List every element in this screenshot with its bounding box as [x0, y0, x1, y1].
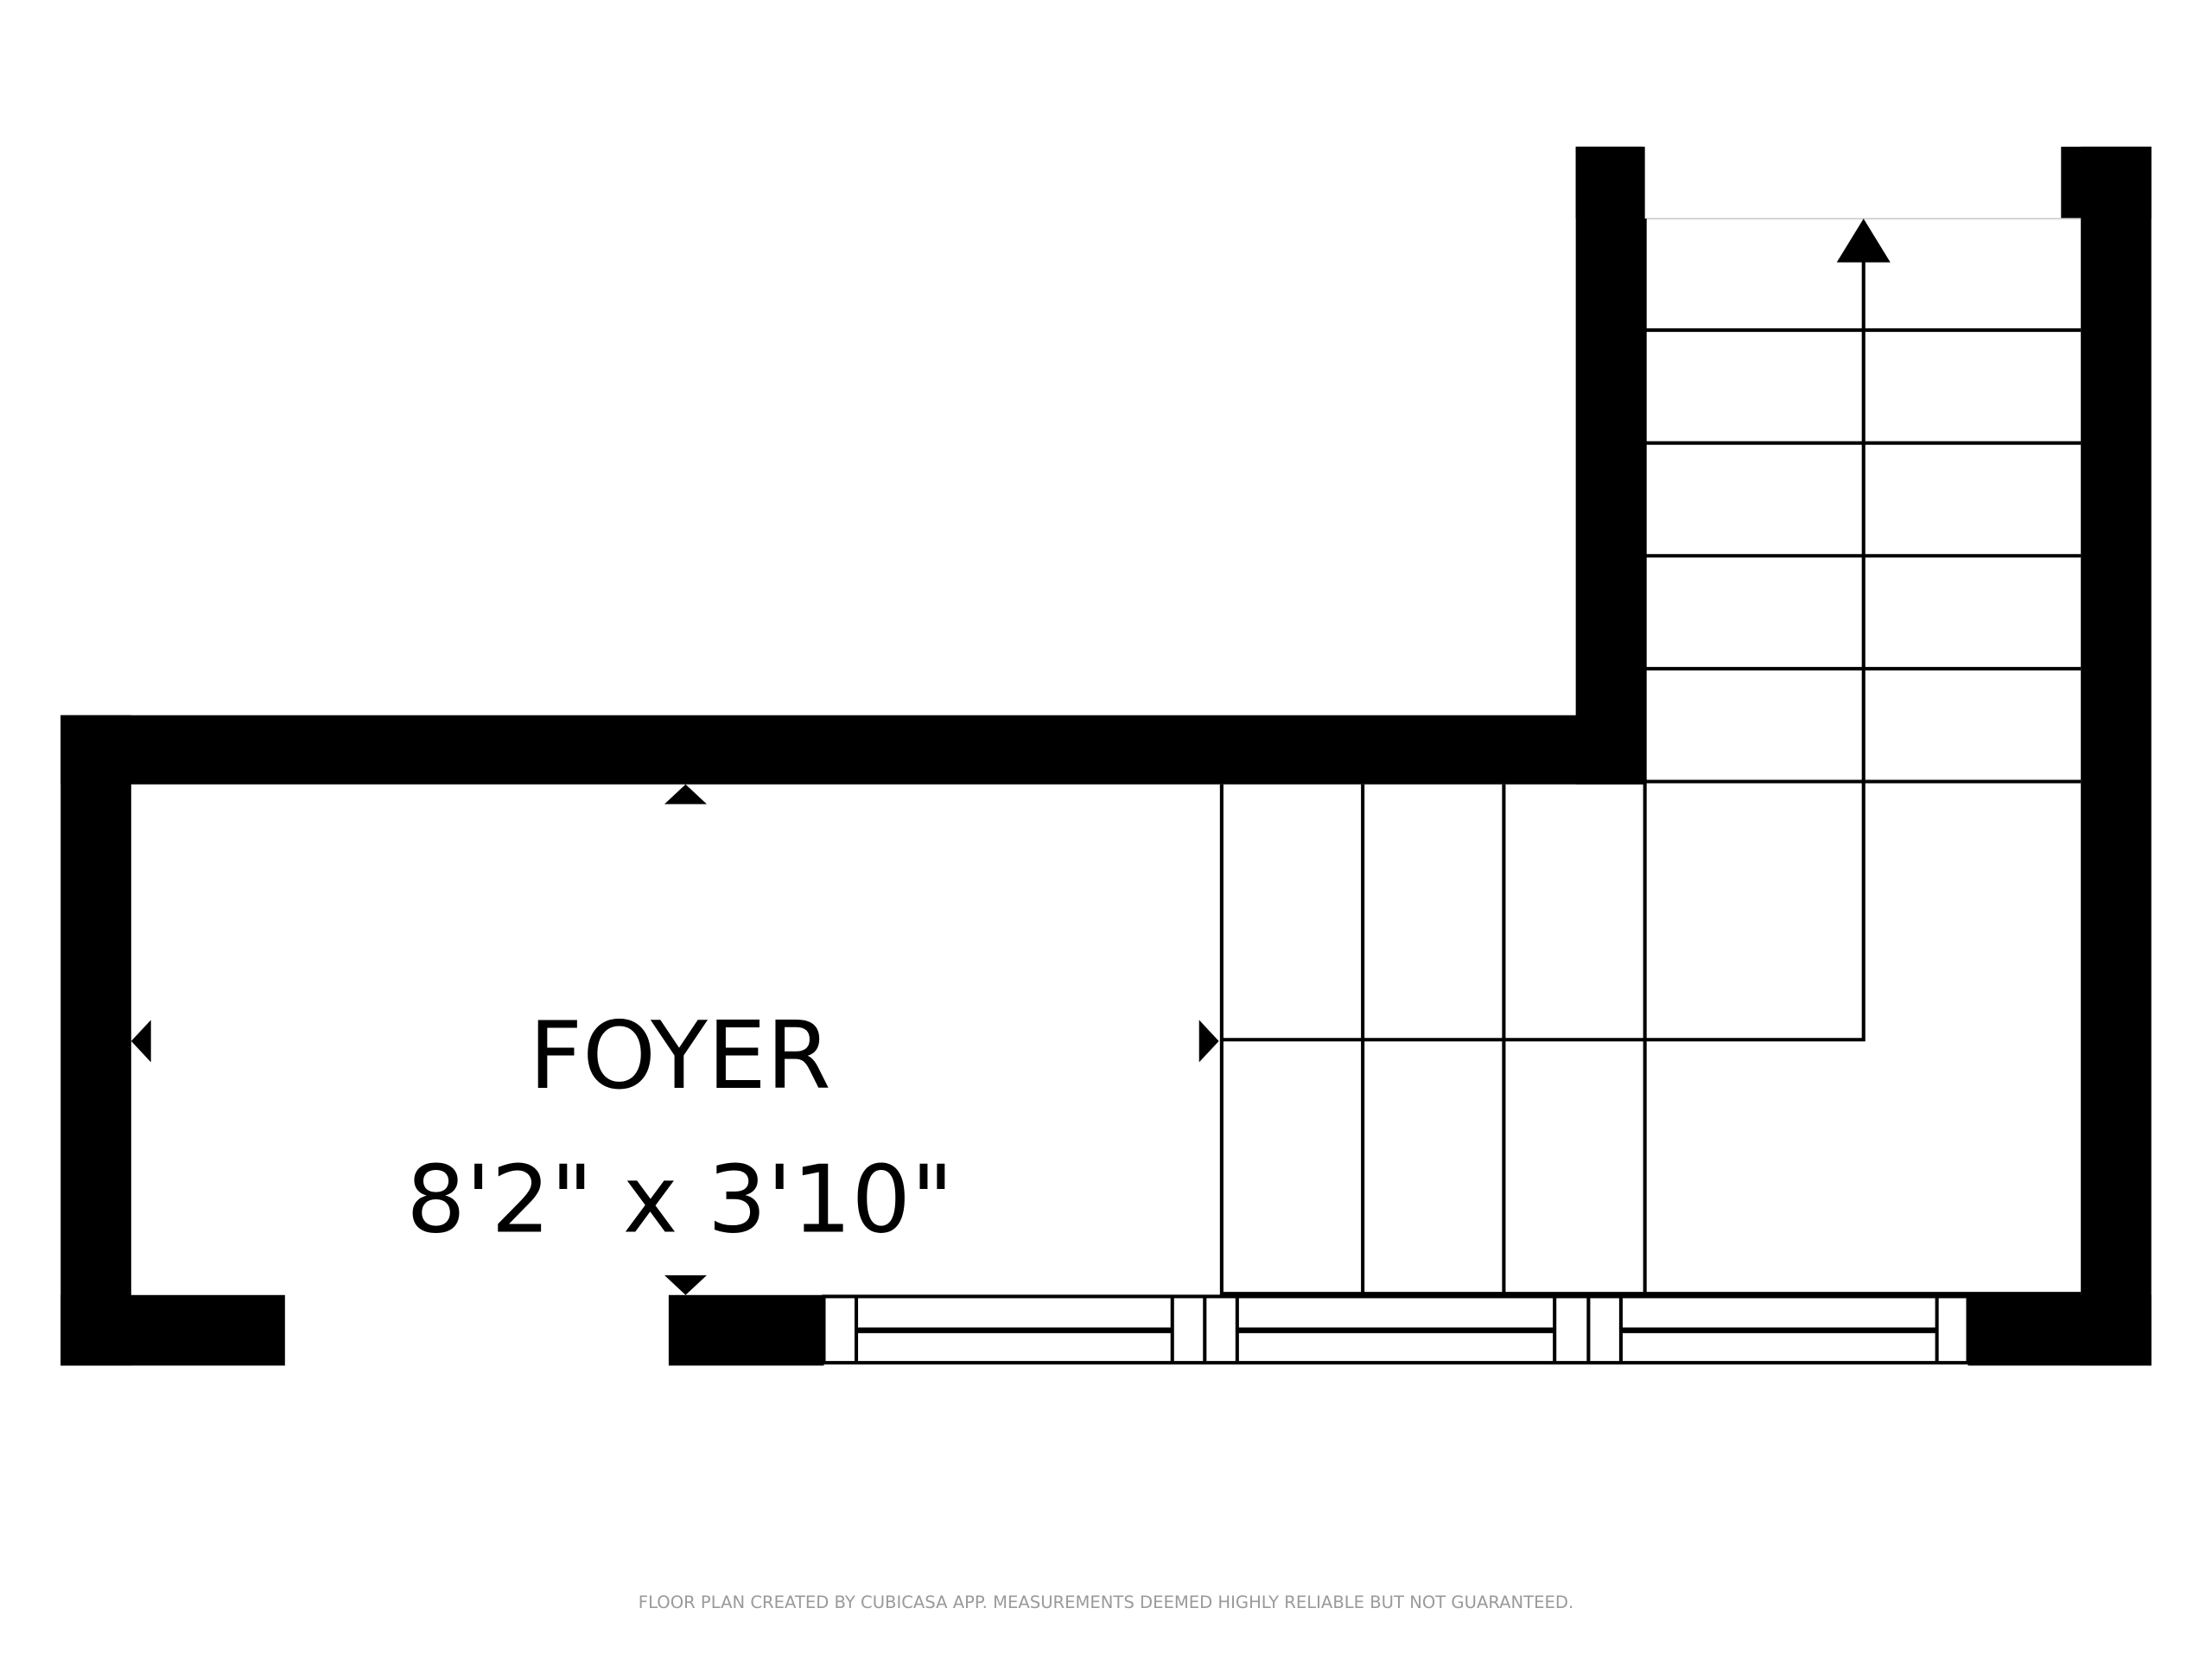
stair-direction-line [1221, 261, 1866, 1042]
footer-disclaimer: FLOOR PLAN CREATED BY CUBICASA APP. MEAS… [639, 1592, 1573, 1612]
arrow-up-icon [1836, 219, 1891, 263]
left-wall [60, 715, 131, 1366]
staircase [1219, 218, 2082, 1296]
right-wall [2081, 146, 2152, 1366]
bottom-wall-mid [668, 1294, 824, 1366]
dimension-markers [130, 784, 1219, 1295]
stair-left-wall [1575, 146, 1645, 785]
room-name: FOYER [529, 1002, 831, 1110]
bottom-wall-right [1967, 1294, 2152, 1366]
room-dimensions: 8'2" x 3'10" [406, 1146, 953, 1254]
top-wall [60, 715, 1645, 785]
stair-right-cap [2061, 146, 2152, 219]
stair-left-cap [1575, 146, 1643, 219]
bottom-wall-left [60, 1294, 285, 1366]
walls [60, 146, 2152, 1366]
window [822, 1294, 1970, 1365]
